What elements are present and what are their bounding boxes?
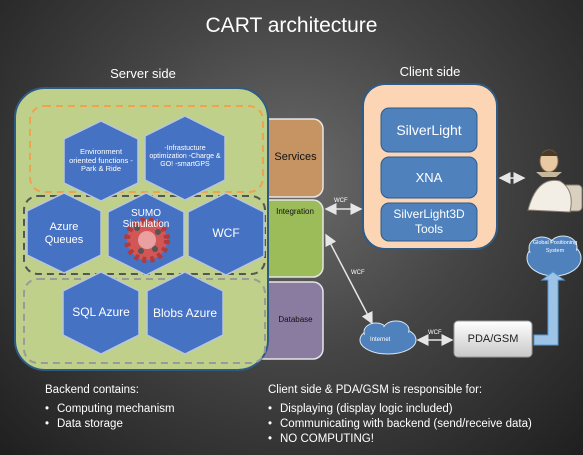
wcf-label-top: WCF: [334, 198, 348, 204]
internet-cloud: [359, 320, 417, 355]
backend-item: Computing mechanism: [45, 402, 175, 417]
client-resp-list: Displaying (display logic included) Comm…: [268, 402, 532, 447]
hex-sql-azure-label: SQL Azure: [72, 305, 130, 320]
services-label: Services: [274, 151, 317, 163]
integration-label: Integration: [276, 206, 314, 216]
user-figure-icon: [527, 149, 583, 213]
client-side-heading: Client side: [399, 64, 461, 79]
hex-environment-label: Environment oriented functions -Park & R…: [69, 147, 133, 174]
hex-azure-queues-label: Azure Queues: [44, 221, 84, 246]
gps-to-pda-arrow: [533, 271, 566, 346]
backend-heading: Backend contains:: [45, 384, 139, 396]
client-silverlight-label: SilverLight: [396, 122, 462, 138]
client-resp-item: Communicating with backend (send/receive…: [268, 417, 532, 432]
services-dashed-outline: [29, 105, 264, 193]
client-xna-box: [380, 156, 478, 199]
server-side-heading: Server side: [110, 66, 176, 81]
client-silverlight3d-box: [380, 202, 478, 242]
hex-blobs-azure-label: Blobs Azure: [152, 306, 218, 321]
client-xna-label: XNA: [415, 170, 443, 185]
slide-title: CART architecture: [205, 14, 378, 37]
hex-infrastructure-label: -Infrastucture optimization -Charge & GO…: [149, 144, 221, 169]
hexagon-sql-azure: [62, 271, 140, 355]
pda-gsm-label: PDA/GSM: [467, 333, 519, 345]
database-label: Database: [278, 314, 313, 324]
internet-label: Internet: [370, 337, 391, 343]
client-resp-item: Displaying (display logic included): [268, 402, 532, 417]
hexagon-infrastructure: [144, 115, 226, 201]
backend-list: Computing mechanism Data storage: [45, 402, 175, 432]
pda-gsm-box: [453, 320, 533, 358]
wcf-label-middle: WCF: [351, 270, 365, 276]
client-resp-item: NO COMPUTING!: [268, 432, 532, 447]
gps-cloud: [526, 235, 582, 277]
backend-item: Data storage: [45, 417, 175, 432]
sumo-gear-icon: [124, 217, 170, 263]
hexagon-azure-queues: [26, 192, 102, 274]
client-silverlight3d-label: SilverLight3D Tools: [393, 207, 465, 236]
hex-sumo-label: SUMO Simulation: [122, 207, 170, 231]
gps-label: Global Positioning System: [532, 240, 578, 254]
client-silverlight-box: [380, 107, 478, 153]
hexagon-blobs-azure: [146, 271, 224, 355]
hexagon-environment: [63, 120, 139, 202]
hex-wcf-label: WCF: [212, 226, 240, 241]
client-resp-heading: Client side & PDA/GSM is responsible for…: [268, 384, 483, 396]
wcf-label-bottom: WCF: [428, 330, 442, 336]
hexagon-wcf: [187, 192, 265, 276]
wcf-integration-internet-arrow: [325, 233, 373, 325]
